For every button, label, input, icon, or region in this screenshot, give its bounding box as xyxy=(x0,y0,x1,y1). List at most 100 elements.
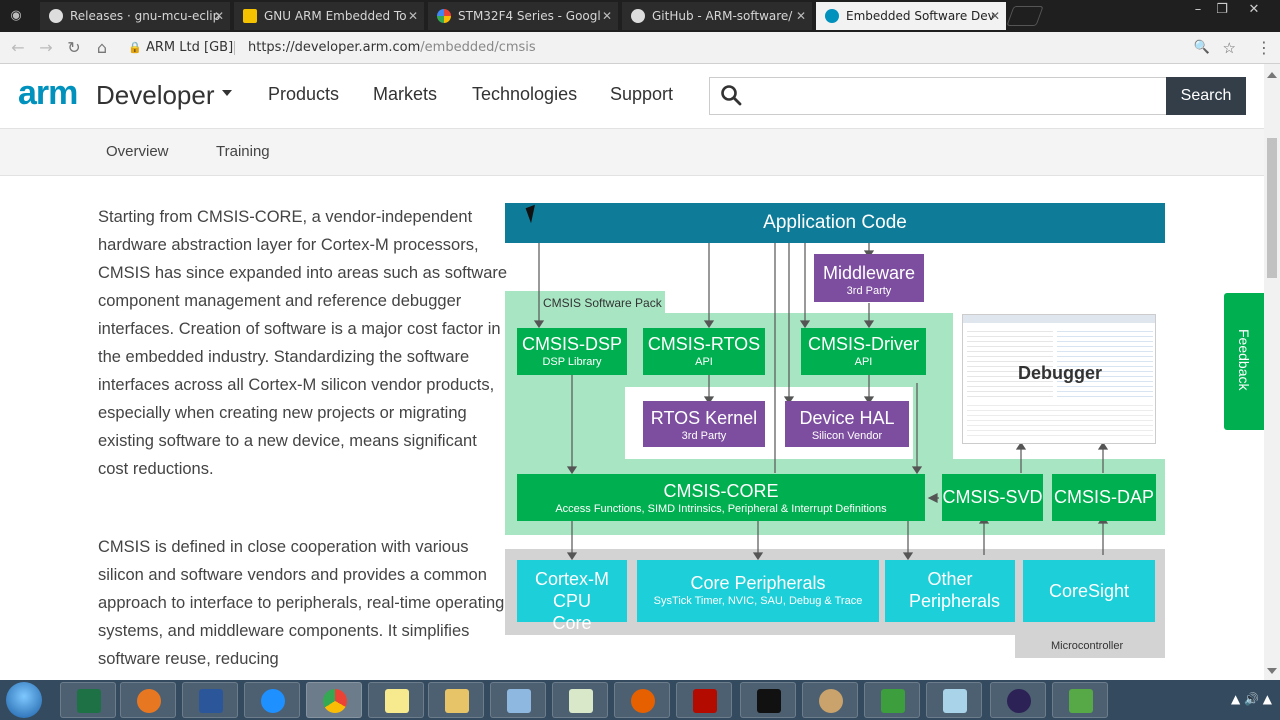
application-code-block: Application Code xyxy=(505,203,1165,243)
subnav-overview[interactable]: Overview xyxy=(106,143,169,160)
camtasia-recorder-icon xyxy=(1069,689,1093,713)
back-icon[interactable]: ← xyxy=(11,38,25,57)
acrobat-icon xyxy=(693,689,717,713)
tab-title: GitHub - ARM-software/ xyxy=(652,9,793,23)
close-tab-icon[interactable]: ✕ xyxy=(989,9,1000,23)
camtasia-icon xyxy=(881,689,905,713)
nav-support[interactable]: Support xyxy=(610,84,674,104)
logo-developer: Developer xyxy=(96,80,215,110)
command-prompt-icon xyxy=(757,689,781,713)
arm-developer-logo[interactable]: arm Developer xyxy=(18,76,232,112)
chrome-icon xyxy=(323,689,347,713)
logo-arm: arm xyxy=(18,74,78,112)
taskbar-command-prompt[interactable] xyxy=(740,682,796,718)
sticky-notes-icon xyxy=(385,689,409,713)
tab-gnu-arm[interactable]: GNU ARM Embedded To ✕ xyxy=(234,2,424,30)
taskbar-excel[interactable] xyxy=(60,682,116,718)
address-bar[interactable]: 🔒 ARM Ltd [GB] https://developer.arm.com… xyxy=(122,36,1252,60)
debugger-label: Debugger xyxy=(1017,363,1102,383)
home-icon[interactable]: ⌂ xyxy=(96,38,108,57)
debugger-pane-right xyxy=(1057,327,1153,397)
close-tab-icon[interactable]: ✕ xyxy=(795,9,806,23)
microcontroller-label: Microcontroller xyxy=(1051,640,1124,652)
cmsis-driver-block: CMSIS-Driver API xyxy=(801,328,926,375)
scroll-down-icon[interactable] xyxy=(1267,668,1277,674)
control-panel-icon xyxy=(507,689,531,713)
taskbar-camtasia[interactable] xyxy=(864,682,920,718)
subnav-training[interactable]: Training xyxy=(216,143,270,160)
software-pack-label: CMSIS Software Pack xyxy=(543,296,662,310)
forward-icon[interactable]: → xyxy=(39,38,53,57)
cmsis-dsp-block: CMSIS-DSP DSP Library xyxy=(517,328,627,375)
search-button[interactable]: Search xyxy=(1166,77,1246,115)
scroll-up-icon[interactable] xyxy=(1267,72,1277,78)
paint-icon xyxy=(819,689,843,713)
tab-title: Embedded Software Dev xyxy=(846,9,995,23)
close-tab-icon[interactable]: ✕ xyxy=(407,9,418,23)
tab-embedded-software[interactable]: Embedded Software Dev ✕ xyxy=(816,2,1006,30)
core-peripherals-block: Core Peripherals SysTick Timer, NVIC, SA… xyxy=(637,560,879,622)
taskbar-media-player[interactable] xyxy=(120,682,176,718)
cmsis-rtos-sublabel: API xyxy=(695,356,713,368)
close-tab-icon[interactable]: ✕ xyxy=(213,9,224,23)
new-tab-button[interactable] xyxy=(1006,6,1044,26)
taskbar-camtasia-recorder[interactable] xyxy=(1052,682,1108,718)
taskbar-notepad[interactable] xyxy=(926,682,982,718)
taskbar-eclipse[interactable] xyxy=(990,682,1046,718)
system-tray[interactable]: ▲ 🔊 ▲ xyxy=(1230,692,1272,706)
page-scrollbar[interactable] xyxy=(1264,64,1280,680)
taskbar-paint[interactable] xyxy=(802,682,858,718)
debugger-pane-bottom xyxy=(967,401,1153,439)
core-peripherals-label: Core Peripherals xyxy=(690,573,826,593)
scroll-thumb[interactable] xyxy=(1267,138,1277,278)
site-identity: ARM Ltd [GB] xyxy=(146,40,234,55)
browser-menu-icon[interactable]: ⋮ xyxy=(1256,38,1272,57)
tab-stm32[interactable]: STM32F4 Series - Googl ✕ xyxy=(428,2,618,30)
tab-title: GNU ARM Embedded To xyxy=(264,9,407,23)
window-close-icon[interactable]: ✕ xyxy=(1248,2,1260,17)
cmsis-svd-label: CMSIS-SVD xyxy=(942,487,1043,507)
middleware-sublabel: 3rd Party xyxy=(846,285,892,297)
nav-markets[interactable]: Markets xyxy=(373,84,438,104)
search-input[interactable] xyxy=(754,84,1154,108)
reload-icon[interactable]: ↻ xyxy=(67,38,81,57)
tab-title: Releases · gnu-mcu-eclip xyxy=(70,9,221,23)
google-icon xyxy=(437,9,451,23)
taskbar-word[interactable] xyxy=(182,682,238,718)
coresight-block: CoreSight xyxy=(1023,560,1155,622)
application-code-label: Application Code xyxy=(763,212,907,233)
site-header: arm Developer Products Markets Technolog… xyxy=(0,64,1264,128)
taskbar-internet-explorer[interactable] xyxy=(244,682,300,718)
github-icon xyxy=(49,9,63,23)
nav-products[interactable]: Products xyxy=(268,84,340,104)
device-hal-sublabel: Silicon Vendor xyxy=(811,430,883,442)
tab-github-arm[interactable]: GitHub - ARM-software/ ✕ xyxy=(622,2,812,30)
cortex-m-block: Cortex-M CPU Core xyxy=(517,560,627,633)
rtos-kernel-block: RTOS Kernel 3rd Party xyxy=(643,401,765,447)
sub-navigation: Overview Training xyxy=(0,128,1264,176)
nav-technologies[interactable]: Technologies xyxy=(472,84,578,104)
cmsis-dsp-label: CMSIS-DSP xyxy=(521,334,622,354)
url-path: /embedded/cmsis xyxy=(420,40,536,55)
chevron-down-icon xyxy=(222,90,232,96)
taskbar-firefox[interactable] xyxy=(614,682,670,718)
cmsis-dap-block: CMSIS-DAP xyxy=(1052,474,1156,521)
cmsis-svd-block: CMSIS-SVD xyxy=(942,474,1043,521)
minimize-icon[interactable]: – xyxy=(1194,2,1202,17)
restore-icon[interactable]: ❐ xyxy=(1216,2,1228,17)
taskbar-sticky-notes[interactable] xyxy=(368,682,424,718)
tab-releases[interactable]: Releases · gnu-mcu-eclip ✕ xyxy=(40,2,230,30)
windows-start-icon[interactable] xyxy=(6,682,42,718)
lock-icon: 🔒 xyxy=(128,41,142,54)
taskbar-file-explorer[interactable] xyxy=(428,682,484,718)
zoom-icon[interactable]: 🔍 xyxy=(1193,40,1210,55)
taskbar-chrome[interactable] xyxy=(306,682,362,718)
feedback-tab[interactable]: Feedback xyxy=(1224,293,1264,430)
eclipse-icon xyxy=(1007,689,1031,713)
taskbar-acrobat[interactable] xyxy=(676,682,732,718)
taskbar-control-panel[interactable] xyxy=(490,682,546,718)
taskbar-chart-app[interactable] xyxy=(552,682,608,718)
close-tab-icon[interactable]: ✕ xyxy=(601,9,612,23)
cmsis-diagram: Application Code Middleware 3rd Party CM… xyxy=(505,203,1165,658)
bookmark-star-icon[interactable]: ☆ xyxy=(1222,39,1236,57)
